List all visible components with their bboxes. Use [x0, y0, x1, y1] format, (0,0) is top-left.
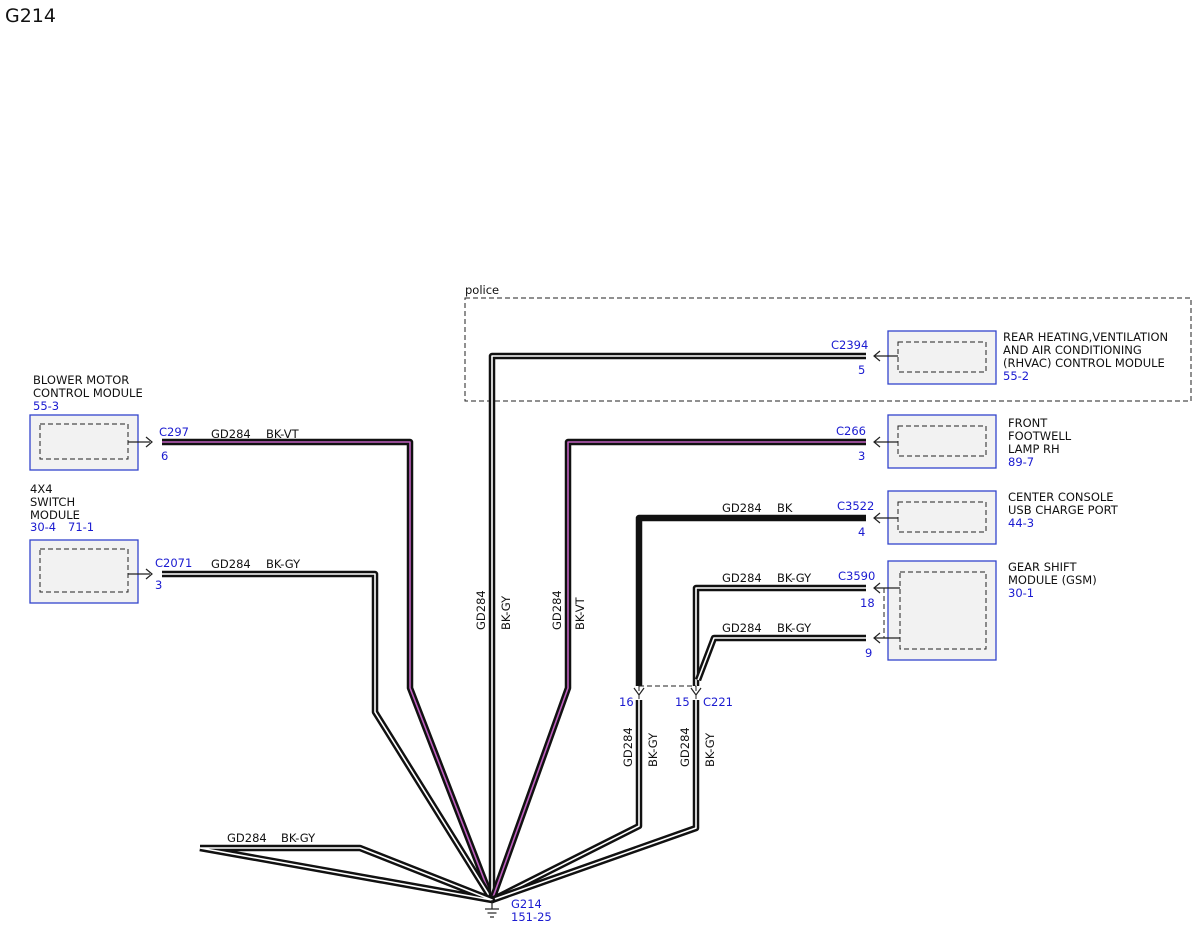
wire-left-color: BK-GY [281, 831, 316, 845]
rhvac-label-1: REAR HEATING,VENTILATION [1003, 330, 1168, 344]
wire-blower-color: BK-VT [266, 427, 300, 441]
wire-rhvac-circuit: GD284 [474, 590, 488, 630]
c297-pin: 6 [161, 449, 168, 463]
c297-label[interactable]: C297 [159, 425, 189, 439]
gsm-pin9-arrow-icon [873, 632, 881, 644]
usb-port-box[interactable] [887, 490, 997, 545]
wire-c221-16-color: BK-GY [646, 732, 660, 767]
usb-port-inner [897, 501, 987, 533]
wire-usb [635, 514, 866, 686]
wire-c221-15 [490, 700, 700, 904]
switch-4x4-label-2: SWITCH [30, 495, 75, 509]
usb-label-2: USB CHARGE PORT [1008, 503, 1119, 517]
c3522-label[interactable]: C3522 [837, 499, 874, 513]
wire-4x4-circuit: GD284 [211, 557, 251, 571]
footwell-pin-arrow-icon [873, 436, 881, 448]
footwell-label-1: FRONT [1008, 416, 1048, 430]
switch-4x4-ref-1[interactable]: 30-4 [30, 520, 56, 534]
rhvac-ref[interactable]: 55-2 [1003, 369, 1029, 383]
wire-c221-16 [490, 700, 643, 903]
wire-4x4-switch [162, 570, 495, 902]
c2071-pin: 3 [155, 578, 162, 592]
gsm-label-1: GEAR SHIFT [1008, 560, 1077, 574]
rhvac-module-inner [897, 341, 987, 373]
wire-gsm9-color: BK-GY [777, 621, 812, 635]
usb-ref[interactable]: 44-3 [1008, 516, 1034, 530]
blower-module-box[interactable] [29, 414, 139, 471]
c3590-pin-9: 9 [865, 646, 872, 660]
wire-blower [162, 438, 496, 902]
rhvac-module-box[interactable] [887, 330, 997, 385]
wire-gsm-18 [692, 584, 866, 686]
footwell-ref[interactable]: 89-7 [1008, 455, 1034, 469]
c221-pin-16: 16 [619, 695, 634, 709]
c221-pin16-arrow-icon [633, 687, 645, 697]
police-label: police [465, 283, 499, 297]
rhvac-pin-arrow-icon [873, 350, 881, 362]
footwell-lamp-box[interactable] [887, 414, 997, 469]
usb-pin-arrow-icon [873, 512, 881, 524]
c3590-pin-18: 18 [860, 596, 875, 610]
gsm-pin18-arrow-icon [873, 582, 881, 594]
wire-gsm18-circuit: GD284 [722, 571, 762, 585]
switch-4x4-ref-2[interactable]: 71-1 [68, 520, 94, 534]
c2071-label[interactable]: C2071 [155, 556, 192, 570]
c221-pin-15: 15 [675, 695, 690, 709]
switch-4x4-label-3: MODULE [30, 508, 80, 522]
ground-icon [485, 900, 499, 918]
blower-ref[interactable]: 55-3 [33, 399, 59, 413]
switch-4x4-inner [39, 548, 129, 593]
c2394-label[interactable]: C2394 [831, 338, 868, 352]
ground-ref[interactable]: 151-25 [511, 910, 552, 924]
blower-label-2: CONTROL MODULE [33, 386, 143, 400]
wire-gsm18-color: BK-GY [777, 571, 812, 585]
gsm-ref[interactable]: 30-1 [1008, 586, 1034, 600]
wire-left-circuit: GD284 [227, 831, 267, 845]
wire-usb-circuit: GD284 [722, 501, 762, 515]
wire-gsm9-circuit: GD284 [722, 621, 762, 635]
wire-c221-16-circuit: GD284 [621, 727, 635, 767]
c221-label[interactable]: C221 [703, 695, 733, 709]
wire-4x4-color: BK-GY [266, 557, 301, 571]
police-region [464, 297, 1192, 402]
footwell-lamp-inner [897, 425, 987, 457]
ground-name[interactable]: G214 [511, 897, 542, 911]
c3522-pin: 4 [858, 525, 865, 539]
wire-c221-15-circuit: GD284 [678, 727, 692, 767]
c221-pin15-arrow-icon [690, 687, 702, 697]
switch-4x4-pin-arrow-icon [145, 568, 153, 580]
rhvac-label-2: AND AIR CONDITIONING [1003, 343, 1142, 357]
gsm-module-inner [899, 571, 987, 650]
c266-pin: 3 [858, 449, 865, 463]
wire-gsm-9 [694, 634, 866, 682]
blower-pin-arrow-icon [145, 436, 153, 448]
wire-rhvac-color: BK-GY [499, 595, 513, 630]
rhvac-label-3: (RHVAC) CONTROL MODULE [1003, 356, 1165, 370]
wire-blower-circuit: GD284 [211, 427, 251, 441]
wire-c221-15-color: BK-GY [703, 732, 717, 767]
gsm-module-box[interactable] [887, 560, 997, 661]
footwell-label-3: LAMP RH [1008, 442, 1060, 456]
c3590-label[interactable]: C3590 [838, 569, 875, 583]
usb-label-1: CENTER CONSOLE [1008, 490, 1114, 504]
c266-label[interactable]: C266 [836, 424, 866, 438]
wire-left [199, 844, 496, 904]
switch-4x4-label-1: 4X4 [30, 482, 53, 496]
wire-usb-color: BK [777, 501, 793, 515]
blower-label-1: BLOWER MOTOR [33, 373, 129, 387]
wire-footwell [488, 438, 866, 902]
c2394-pin: 5 [858, 363, 865, 377]
wire-footwell-color: BK-VT [573, 596, 587, 630]
footwell-label-2: FOOTWELL [1008, 429, 1072, 443]
page-title: G214 [5, 5, 56, 27]
wire-footwell-circuit: GD284 [550, 590, 564, 630]
wire-rhvac [488, 352, 866, 900]
gsm-label-2: MODULE (GSM) [1008, 573, 1097, 587]
